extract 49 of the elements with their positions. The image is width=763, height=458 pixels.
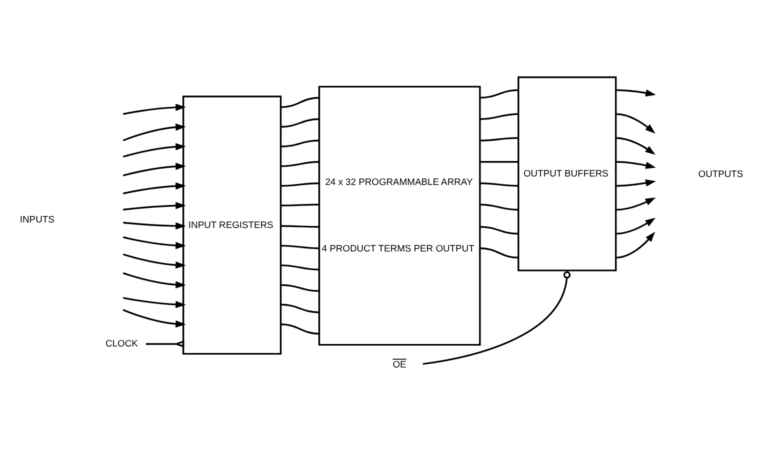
arrow [616,198,656,211]
connector [280,204,320,206]
connector [280,96,320,108]
arrow [616,218,656,235]
connector [480,204,518,211]
connector [280,304,320,314]
arrow [122,309,186,328]
node-box: 24 x 32 PROGRAMMABLE ARRAY 4 PRODUCT TERMS PER OUTPUT [318,86,481,346]
connector [280,140,320,148]
arrow [123,202,186,211]
arrow [122,236,186,250]
connector [480,161,518,163]
connector [280,161,320,168]
connector [280,182,320,187]
connector [280,244,320,250]
connector [480,137,518,142]
connector [280,323,320,335]
label: INPUTS [20,213,54,224]
connector [480,89,518,99]
connector [280,118,320,128]
arrow [123,222,186,230]
arrow [616,161,656,169]
connector [480,247,518,258]
node-box: INPUT REGISTERS [182,96,282,355]
arrow [122,297,186,308]
arrow [122,104,186,115]
arrow [122,272,186,288]
connector [480,113,518,120]
arrow [122,253,186,269]
arrow [616,179,656,187]
arrow [616,232,656,258]
arrow [122,124,186,142]
arrow [616,113,656,134]
connector [280,284,320,292]
arrow [122,143,186,158]
label: OUTPUTS [698,168,744,180]
arrow [122,162,186,176]
connector [480,226,518,235]
connector [280,225,320,228]
node-text: OE [392,358,406,370]
connector [280,264,320,270]
arrow [616,89,656,97]
arrow [616,137,656,155]
connector [480,182,518,187]
node-text: CLOCK [106,337,138,348]
connector [146,340,184,348]
arrow [122,182,186,194]
connector [422,271,571,365]
node-box: OUTPUT BUFFERS [518,76,617,272]
